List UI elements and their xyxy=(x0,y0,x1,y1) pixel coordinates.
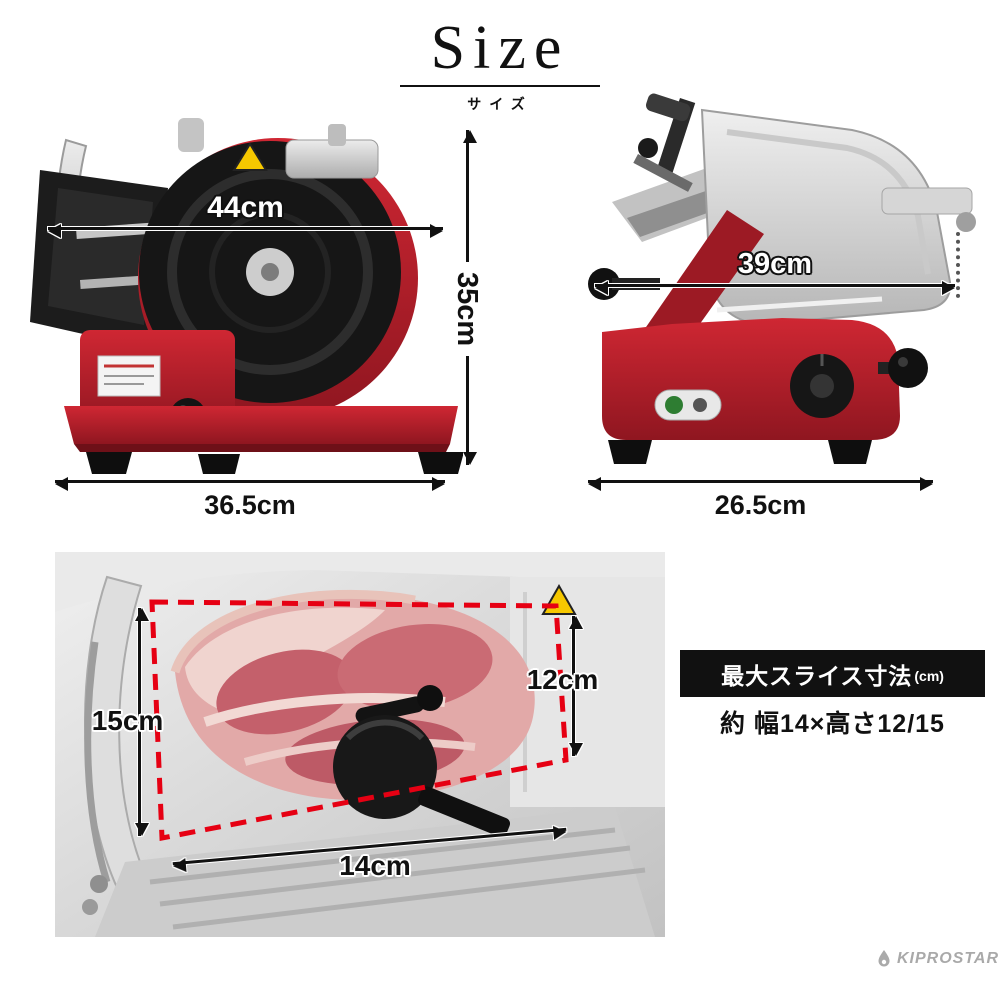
side-view-photo xyxy=(552,92,982,472)
brand-name: KIPROSTAR xyxy=(897,950,1000,967)
arrow-slice-max-height xyxy=(135,608,149,836)
arrow-front-blade-width xyxy=(48,224,443,238)
slice-area-illustration xyxy=(55,552,665,937)
side-view-illustration xyxy=(588,93,976,464)
page-subtitle: サイズ xyxy=(467,96,533,113)
page-title: Size xyxy=(430,14,570,82)
arrow-front-base-width xyxy=(55,477,445,491)
kiprostar-logo-icon xyxy=(878,950,890,967)
dim-front-blade-width: 44cm xyxy=(207,191,284,224)
dim-slice-max-height: 15cm xyxy=(91,705,164,736)
kiprostar-logo: KIPROSTAR xyxy=(876,950,999,968)
dim-front-base-width: 36.5cm xyxy=(204,490,296,520)
max-slice-dashed-boundary xyxy=(149,599,569,842)
max-slice-spec-value: 約 幅14×高さ12/15 xyxy=(720,710,945,738)
title-block: Size サイズ xyxy=(0,14,1000,114)
slice-area-photo xyxy=(55,552,665,937)
title-underline xyxy=(400,85,600,88)
spec-heading: 最大スライス寸法 xyxy=(721,662,913,689)
front-view-photo xyxy=(28,110,463,475)
dim-side-base-depth: 26.5cm xyxy=(714,490,807,520)
dim-slice-width: 14cm xyxy=(339,850,411,881)
front-view-illustration xyxy=(30,118,463,474)
arrow-slice-height xyxy=(569,616,583,756)
max-slice-spec-header: 最大スライス寸法 (cm) xyxy=(680,650,985,697)
spec-unit: (cm) xyxy=(914,668,944,684)
arrow-side-base-depth xyxy=(588,477,933,491)
dim-front-height: 35cm xyxy=(449,262,484,357)
dim-side-depth: 39cm xyxy=(737,248,813,280)
dim-slice-height: 12cm xyxy=(526,664,599,695)
dotted-reference-line xyxy=(956,232,960,298)
arrow-side-depth xyxy=(595,281,955,295)
